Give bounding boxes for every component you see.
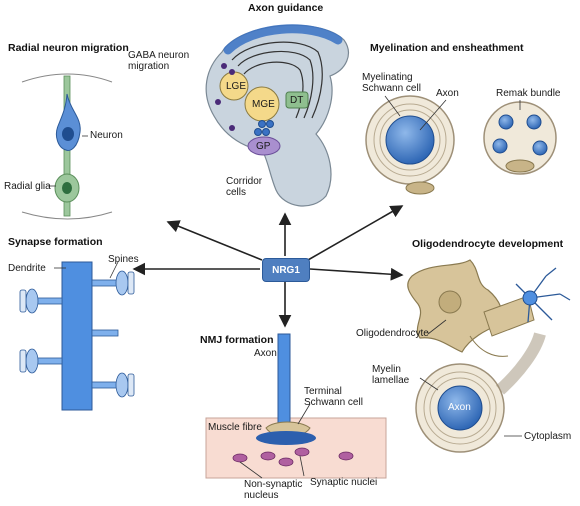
terminal-schwann-label: Terminal Schwann cell: [304, 386, 363, 408]
corridor-cells-label: Corridor cells: [226, 176, 263, 198]
myelination-axon-label: Axon: [436, 88, 459, 99]
muscle-fibre-label: Muscle fibre: [208, 422, 262, 433]
nmj-illustration: [205, 333, 387, 479]
oligo-axon-label: Axon: [448, 402, 471, 413]
gp-label: GP: [256, 141, 271, 152]
spines-label: Spines: [108, 254, 139, 265]
myelination-illustration: [365, 95, 557, 195]
mge-label: MGE: [252, 99, 275, 110]
axon-guidance-illustration: [205, 24, 349, 207]
cytoplasm-label: Cytoplasm: [524, 431, 572, 442]
radial-glia-label: Radial glia: [4, 181, 51, 192]
arrow-to-radial-migration: [166, 220, 263, 261]
oligodendrocyte-label: Oligodendrocyte: [356, 328, 429, 339]
synaptic-nuclei-label: Synaptic nuclei: [310, 477, 378, 488]
lge-label: LGE: [226, 81, 247, 92]
myelination-title: Myelination and ensheathment: [370, 42, 524, 54]
arrow-to-oligodendrocyte: [309, 267, 404, 281]
nmj-title: NMJ formation: [200, 334, 274, 346]
myelin-lamellae-label: Myelin lamellae: [372, 364, 410, 386]
dt-label: DT: [290, 95, 304, 106]
dendrite-label: Dendrite: [8, 263, 46, 274]
synapse-title: Synapse formation: [8, 236, 103, 248]
non-synaptic-nucleus-label: Non-synaptic nucleus: [244, 479, 303, 501]
nmj-axon-label: Axon: [254, 348, 277, 359]
remak-bundle-label: Remak bundle: [496, 88, 561, 99]
myelinating-schwann-label: Myelinating Schwann cell: [362, 72, 421, 94]
oligodendrocyte-illustration: [407, 259, 571, 453]
oligodendrocyte-title: Oligodendrocyte development: [412, 238, 564, 250]
nrg1-hub: NRG1: [262, 258, 310, 282]
arrows: [132, 205, 404, 328]
gaba-migration-label: GABA neuron migration: [128, 50, 190, 72]
radial-migration-illustration: [21, 73, 113, 220]
neuron-label: Neuron: [90, 130, 123, 141]
axon-guidance-title: Axon guidance: [248, 2, 324, 14]
synapse-illustration: [19, 261, 135, 411]
arrow-to-myelination: [307, 205, 404, 261]
radial-migration-title: Radial neuron migration: [8, 42, 129, 54]
